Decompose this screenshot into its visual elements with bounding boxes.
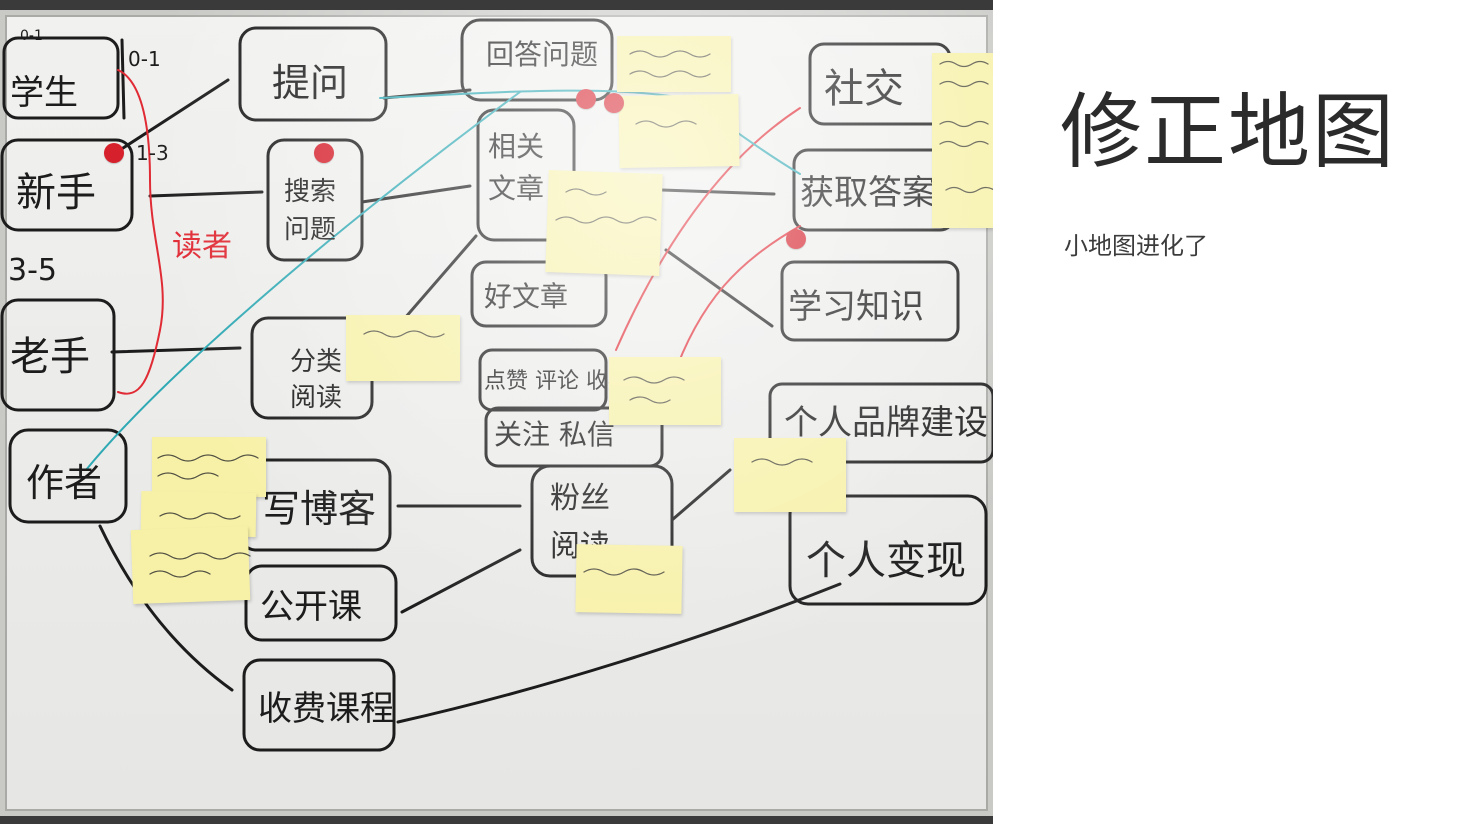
red-dot-marker bbox=[604, 93, 624, 113]
slide-title: 修正地图 bbox=[1060, 85, 1397, 180]
red-dot-marker bbox=[314, 143, 334, 163]
red-dot-marker bbox=[786, 229, 806, 249]
sticky-scribbles bbox=[149, 50, 993, 578]
red-dot-marker bbox=[576, 89, 596, 109]
red-dot-marker bbox=[104, 143, 124, 163]
slide-subtitle: 小地图进化了 bbox=[1064, 232, 1208, 260]
whiteboard-photo: 提问 搜索 问题 分类 阅读 写博客 公开课 收费课程 回答问题 相关 文章 好… bbox=[0, 0, 993, 824]
